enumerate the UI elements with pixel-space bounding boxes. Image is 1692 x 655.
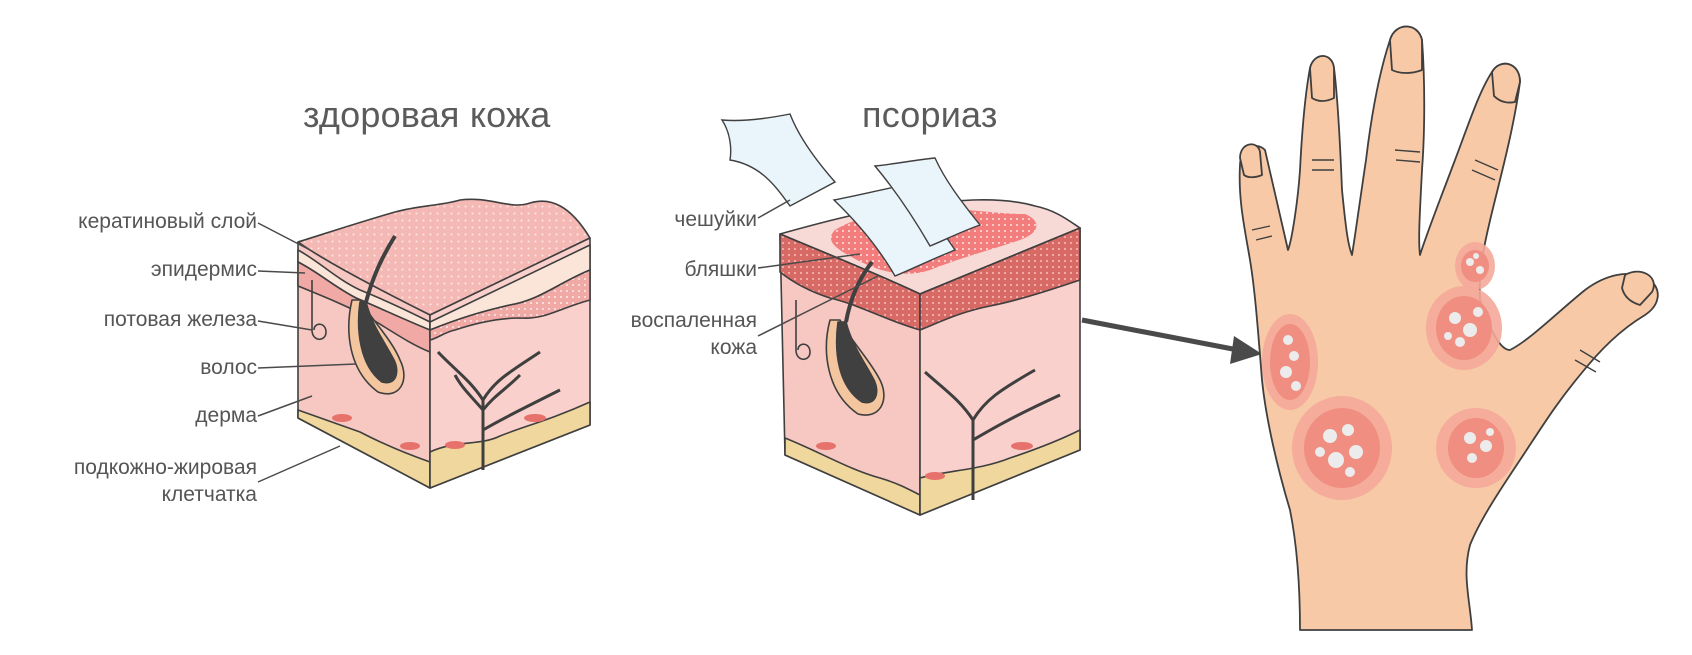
label-subcutaneous-fat-line2: клетчатка bbox=[161, 483, 257, 506]
plaque-2 bbox=[1426, 286, 1502, 370]
blood-vessel bbox=[436, 350, 561, 470]
label-inflamed-skin-line2: кожа bbox=[710, 336, 757, 359]
title-healthy-skin: здоровая кожа bbox=[303, 94, 551, 135]
label-scales: чешуйки bbox=[674, 208, 757, 231]
plaque-5 bbox=[1436, 408, 1516, 488]
label-epidermis: эпидермис bbox=[150, 258, 257, 281]
plaque-4 bbox=[1292, 396, 1392, 500]
label-inflamed-skin-line1: воспаленная bbox=[630, 309, 757, 332]
label-plaques: бляшки bbox=[684, 258, 757, 281]
sweat-gland bbox=[311, 280, 327, 341]
scales bbox=[720, 113, 982, 277]
arrow bbox=[1081, 317, 1262, 364]
label-dermis: дерма bbox=[195, 404, 257, 427]
scale-2 bbox=[873, 157, 982, 247]
label-subcutaneous-fat-line1: подкожно-жировая bbox=[73, 456, 257, 479]
label-keratin-layer: кератиновый слой bbox=[78, 210, 257, 233]
hand-plaques bbox=[1262, 242, 1516, 500]
plaque-3 bbox=[1262, 314, 1318, 410]
hair-strand bbox=[364, 234, 397, 303]
psoriasis-skin-block bbox=[779, 199, 1081, 516]
label-hair: волос bbox=[200, 356, 257, 379]
psoriasis-leader-lines bbox=[757, 199, 879, 337]
healthy-skin-block bbox=[297, 198, 591, 489]
scale-1 bbox=[832, 185, 957, 277]
title-psoriasis: псориаз bbox=[862, 94, 998, 135]
label-sweat-gland: потовая железа bbox=[103, 308, 257, 331]
scale-floating bbox=[720, 113, 837, 207]
plaque-1 bbox=[1455, 242, 1495, 290]
healthy-leader-lines bbox=[257, 222, 357, 483]
